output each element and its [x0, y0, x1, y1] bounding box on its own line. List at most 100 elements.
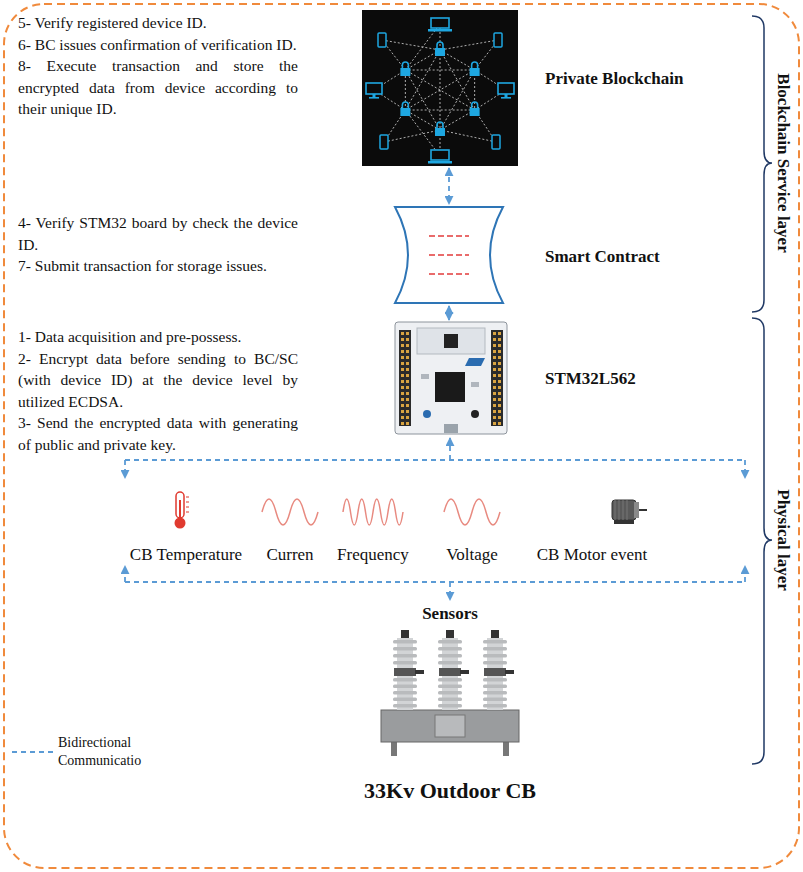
pin [406, 404, 409, 407]
monitor-stand [373, 94, 376, 97]
terminal [415, 670, 424, 674]
motor-shaft [639, 509, 647, 511]
layer-label: Physical layer [773, 487, 794, 593]
pin [401, 368, 404, 371]
network-link [405, 50, 440, 110]
contract-line [429, 254, 469, 256]
pin [498, 422, 501, 425]
step-note: 8- Execute transaction and store the enc… [18, 55, 298, 120]
step-note: 7- Submit transaction for storage issues… [18, 255, 298, 277]
pin [498, 386, 501, 389]
pin [401, 380, 404, 383]
pin [406, 386, 409, 389]
motor-icon [612, 500, 647, 524]
terminal [505, 670, 514, 674]
pin [498, 392, 501, 395]
insulator-rib [483, 678, 507, 682]
insulator-rib [483, 698, 507, 702]
current-wave-icon [262, 499, 318, 525]
lock-shackle [437, 42, 443, 48]
insulator-rib [393, 654, 417, 658]
legend-text: Bidirectional Communicatio [58, 734, 153, 770]
thermometer-fill [179, 500, 181, 520]
contract-scroll [395, 207, 503, 303]
legend-item: Bidirectional Communicatio [12, 734, 153, 770]
insulator-rib [393, 685, 417, 689]
contract-line [429, 273, 469, 275]
network-link [440, 50, 475, 70]
pin [493, 344, 496, 347]
step-note: 6- BC issues confirmation of verificatio… [18, 34, 298, 56]
network-link [440, 130, 496, 142]
pin [406, 422, 409, 425]
group-heading: Sensors [420, 603, 480, 624]
bus-arrow [449, 582, 451, 600]
user-button [423, 410, 431, 418]
sensor-label: Curren [264, 544, 315, 565]
network-link [405, 70, 474, 110]
lock-shackle [472, 102, 478, 108]
outer-dashed-border [4, 4, 799, 868]
network-ground [362, 10, 518, 166]
circuit-breaker-drawing [381, 630, 519, 756]
step-note: 3- Send the encrypted data with generati… [18, 412, 298, 455]
pin [493, 392, 496, 395]
pin [406, 416, 409, 419]
component [471, 382, 479, 387]
smart-contract-scroll-art [395, 206, 503, 304]
pole-clamp [484, 668, 506, 676]
lock-body [400, 108, 410, 116]
pin [498, 350, 501, 353]
pin [406, 338, 409, 341]
laptop-base [428, 161, 452, 164]
insulator-rib [438, 698, 462, 702]
sensor-label: Voltage [444, 544, 500, 565]
pin [498, 362, 501, 365]
frequency-wave-icon [343, 499, 403, 525]
brace-blockchain [752, 16, 772, 312]
pole-clamp [394, 668, 416, 676]
insulator-rib [393, 704, 417, 708]
network-link [405, 110, 440, 156]
pin [493, 380, 496, 383]
pin [401, 344, 404, 347]
bus-arrow [744, 566, 746, 582]
motor-foot [614, 520, 634, 524]
pin [406, 368, 409, 371]
insulator-rib [393, 640, 417, 644]
pin [493, 386, 496, 389]
pin [406, 356, 409, 359]
step-notes: 1- Data acquisition and pre-possess.2- E… [18, 326, 298, 455]
terminal [491, 630, 499, 638]
lock-shackle [402, 102, 408, 108]
pin [493, 368, 496, 371]
blockchain-network-art [362, 10, 518, 166]
network-link [405, 110, 474, 111]
pin [401, 404, 404, 407]
pin [493, 410, 496, 413]
node-heading: Private Blockchain [545, 68, 683, 89]
network-link [405, 70, 474, 71]
insulator-rib [483, 654, 507, 658]
pin [401, 332, 404, 335]
network-link [405, 70, 474, 110]
step-notes: 5- Verify registered device ID.6- BC iss… [18, 12, 298, 120]
step-note: 5- Verify registered device ID. [18, 12, 298, 34]
board-pcb [395, 322, 507, 434]
mcu-chip [435, 372, 465, 402]
pin [401, 362, 404, 365]
insulator-rib [483, 691, 507, 695]
insulator-rib [483, 647, 507, 651]
bidirectional-connector [448, 168, 450, 204]
insulator-rib [393, 647, 417, 651]
pin [493, 338, 496, 341]
bus-arrow [124, 566, 126, 582]
laptop-icon [431, 18, 449, 28]
bus-line [125, 581, 745, 583]
pin [406, 398, 409, 401]
step-notes: 4- Verify STM32 board by check the devic… [18, 212, 298, 277]
pin [493, 332, 496, 335]
monitor-stand [505, 94, 508, 97]
phone-icon [492, 135, 500, 149]
pin [498, 380, 501, 383]
